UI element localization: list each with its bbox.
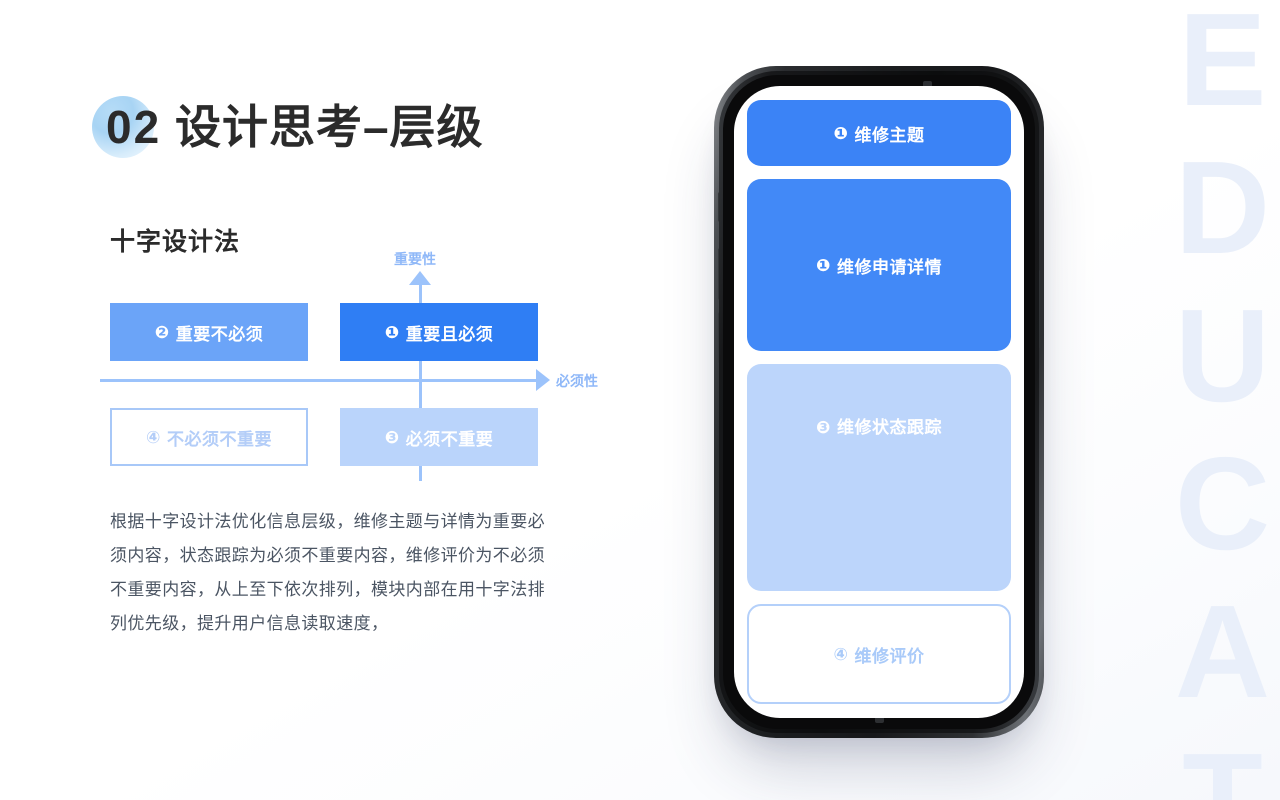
card-3-marker-icon: ❸ — [816, 418, 831, 437]
quadrant-1-marker-icon: ❶ — [384, 322, 400, 342]
card-1-label: 维修主题 — [854, 125, 925, 145]
y-axis-arrow-icon — [409, 271, 431, 285]
quadrant-2-marker-icon: ❷ — [154, 322, 170, 342]
page-title: 02 设计思考–层级 — [92, 88, 484, 160]
card-4-label: 维修评价 — [854, 646, 925, 666]
y-axis-line — [419, 276, 422, 481]
phone-inner-bezel: ❶ 维修主题 ❶ 维修申请详情 ❸ 维修状态跟踪 ④ 维修评价 — [723, 75, 1035, 729]
card-4-marker-icon: ④ — [833, 644, 849, 664]
app-card-repair-review[interactable]: ④ 维修评价 — [747, 604, 1011, 704]
heading-title-text: 设计思考–层级 — [161, 101, 484, 153]
heading-number: 02 — [106, 101, 162, 153]
app-card-repair-topic[interactable]: ❶ 维修主题 — [747, 100, 1011, 166]
quadrant-box-4: ④ 不必须不重要 — [110, 408, 308, 466]
card-2-marker-icon: ❶ — [816, 255, 831, 275]
heading-label: 02 设计思考–层级 — [106, 91, 484, 157]
section-subtitle: 十字设计法 — [110, 228, 241, 256]
app-card-repair-request-details[interactable]: ❶ 维修申请详情 — [747, 179, 1011, 351]
quadrant-box-2: ❷ 重要不必须 — [110, 303, 308, 361]
quadrant-3-marker-icon: ❸ — [384, 427, 400, 447]
phone-bezel: ❶ 维修主题 ❶ 维修申请详情 ❸ 维修状态跟踪 ④ 维修评价 — [719, 71, 1039, 733]
quadrant-3-label: 必须不重要 — [405, 429, 494, 449]
phone-frame: ❶ 维修主题 ❶ 维修申请详情 ❸ 维修状态跟踪 ④ 维修评价 — [714, 66, 1044, 738]
card-3-label: 维修状态跟踪 — [836, 418, 942, 437]
quadrant-box-1: ❶ 重要且必须 — [340, 303, 538, 361]
app-card-repair-status-tracking[interactable]: ❸ 维修状态跟踪 — [747, 364, 1011, 591]
watermark-text: EDUCATI — [1149, 0, 1280, 800]
card-3-content: ❸ 维修状态跟踪 — [816, 413, 942, 438]
y-axis-label: 重要性 — [394, 251, 436, 267]
x-axis-arrow-icon — [536, 369, 550, 391]
quadrant-box-3: ❸ 必须不重要 — [340, 408, 538, 466]
quadrant-4-marker-icon: ④ — [146, 427, 161, 447]
heading-accent-circle — [92, 96, 154, 158]
quadrant-chart: 重要性 必须性 ❶ 重要且必须 ❷ 重要不必须 ❸ 必须不重要 ④ 不必须不重要 — [100, 251, 620, 488]
phone-top-mic-icon — [923, 81, 932, 88]
x-axis-label: 必须性 — [556, 373, 598, 389]
phone-mockup: ❶ 维修主题 ❶ 维修申请详情 ❸ 维修状态跟踪 ④ 维修评价 — [706, 62, 1052, 742]
quadrant-1-label: 重要且必须 — [405, 324, 494, 344]
card-2-label: 维修申请详情 — [836, 257, 942, 277]
phone-screen: ❶ 维修主题 ❶ 维修申请详情 ❸ 维修状态跟踪 ④ 维修评价 — [734, 86, 1024, 718]
phone-bottom-mic-icon — [875, 716, 884, 723]
body-paragraph: 根据十字设计法优化信息层级，维修主题与详情为重要必须内容，状态跟踪为必须不重要内… — [110, 512, 545, 633]
card-1-marker-icon: ❶ — [833, 123, 849, 143]
quadrant-2-label: 重要不必须 — [175, 324, 264, 344]
quadrant-4-label: 不必须不重要 — [166, 429, 272, 449]
x-axis-line — [100, 379, 540, 382]
